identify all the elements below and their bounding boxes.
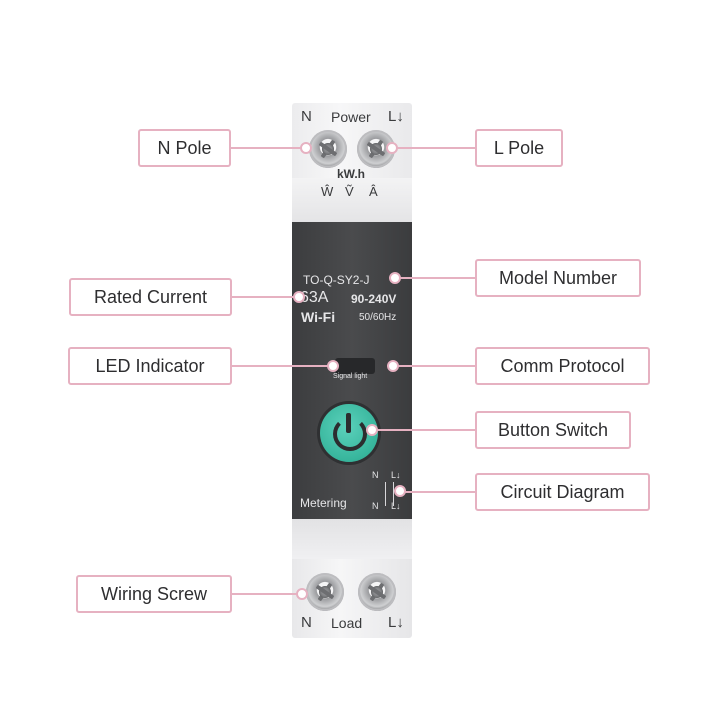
marker-led-indicator [327, 360, 339, 372]
diagram-line-l [393, 482, 394, 506]
bottom-l-screw-icon [358, 573, 396, 611]
signal-light-caption: Signal light [333, 373, 368, 380]
meter-symbol-w: Ŵ [321, 184, 334, 199]
top-n-screw-icon [309, 130, 347, 168]
frequency-text: 50/60Hz [359, 312, 397, 323]
power-icon [333, 417, 367, 451]
marker-model-number [389, 272, 401, 284]
signal-led [335, 358, 375, 374]
callout-n-pole: N Pole [138, 129, 231, 167]
leader-comm-protocol [396, 365, 475, 367]
bottom-n-screw-icon [306, 573, 344, 611]
marker-l-pole [386, 142, 398, 154]
diagram-n-bottom: N [372, 501, 379, 511]
callout-circuit-diagram: Circuit Diagram [475, 473, 650, 511]
diagram-l-top: L↓ [391, 470, 401, 480]
model-code-text: TO-Q-SY2-J [303, 273, 370, 287]
marker-circuit-diagram [394, 485, 406, 497]
bottom-terminal-n-label: N [301, 614, 312, 631]
wifi-text: Wi-Fi [301, 309, 336, 325]
callout-model-number: Model Number [475, 259, 641, 297]
bottom-terminal-load-label: Load [331, 615, 363, 631]
leader-l-pole [392, 147, 475, 149]
leader-circuit-diagram [402, 491, 475, 493]
top-terminal-n-label: N [301, 108, 312, 125]
device-bottom-band [292, 519, 412, 559]
device-top-lip [292, 178, 412, 223]
callout-comm-protocol: Comm Protocol [475, 347, 650, 385]
leader-button-switch [375, 429, 475, 431]
marker-rated-current [293, 291, 305, 303]
voltage-text: 90-240V [351, 292, 397, 306]
diagram-line-n [385, 482, 386, 506]
meter-symbol-a: Â [369, 184, 378, 199]
metering-text: Metering [300, 496, 347, 510]
bottom-terminal-l-label: L↓ [388, 614, 404, 631]
rated-current-text: 63A [300, 289, 329, 306]
marker-n-pole [300, 142, 312, 154]
top-terminal-power-label: Power [331, 109, 371, 125]
marker-comm-protocol [387, 360, 399, 372]
callout-led-indicator: LED Indicator [68, 347, 232, 385]
callout-l-pole: L Pole [475, 129, 563, 167]
diagram-l-bottom: L↓ [391, 501, 401, 511]
top-terminal-l-label: L↓ [388, 108, 404, 125]
leader-led-indicator [232, 365, 330, 367]
leader-n-pole [231, 147, 303, 149]
callout-button-switch: Button Switch [475, 411, 631, 449]
callout-rated-current: Rated Current [69, 278, 232, 316]
callout-wiring-screw: Wiring Screw [76, 575, 232, 613]
meter-symbol-v: Ṽ [345, 184, 354, 199]
leader-rated-current [232, 296, 296, 298]
leader-wiring-screw [232, 593, 300, 595]
marker-wiring-screw [296, 588, 308, 600]
leader-model-number [397, 277, 475, 279]
meter-unit-label: kW.h [337, 167, 366, 181]
marker-button-switch [366, 424, 378, 436]
diagram-n-top: N [372, 470, 379, 480]
